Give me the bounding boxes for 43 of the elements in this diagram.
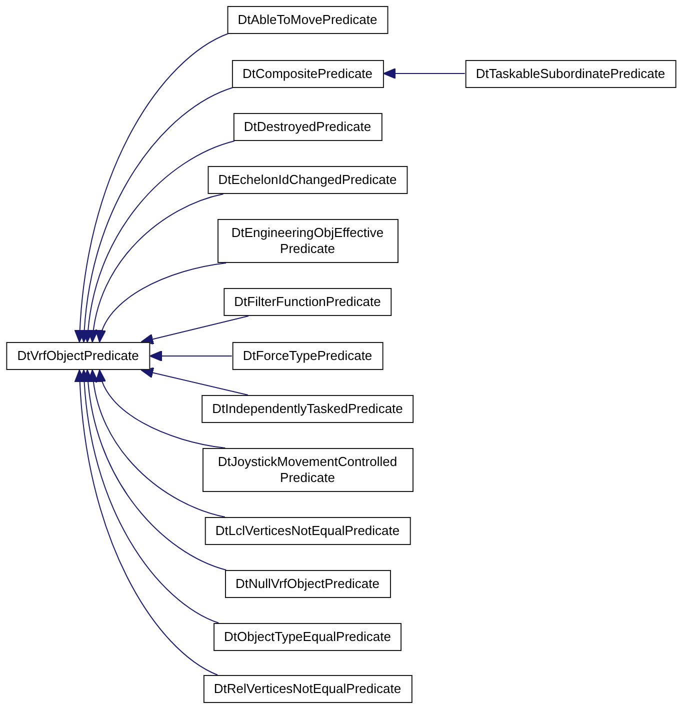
class-name: DtIndependentlyTaskedPredicate [212,401,403,417]
class-name: DtDestroyedPredicate [244,119,372,135]
class-box [201,395,414,423]
class-name: DtTaskableSubordinatePredicate [476,66,666,82]
class-box [6,342,150,370]
inheritance-arrow [88,194,224,342]
class-name: DtRelVerticesNotEqualPredicate [214,681,402,697]
inheritance-arrow [79,87,234,342]
inheritance-arrow [74,33,229,342]
inheritance-arrow [149,350,232,362]
class-box [202,675,412,703]
inheritance-arrow [140,316,249,345]
class-box [226,6,388,34]
class-box [207,166,408,194]
class-name: DtObjectTypeEqualPredicate [224,629,391,645]
class-box [464,60,676,88]
inheritance-arrow [96,262,227,342]
class-box [224,570,390,598]
inheritance-arrow [140,367,248,396]
class-box [204,517,411,545]
class-box [217,219,398,263]
class-name: DtJoystickMovementControlled Predicate [216,454,398,486]
class-name: DtNullVrfObjectPredicate [236,576,380,592]
class-box [213,623,402,651]
class-name: DtForceTypePredicate [242,348,372,364]
class-name: DtEngineeringObjEffective Predicate [230,225,385,257]
class-name: DtAbleToMovePredicate [238,12,378,28]
class-name: DtCompositePredicate [242,66,373,82]
class-box [232,342,384,370]
class-name: DtFilterFunctionPredicate [234,294,381,310]
class-name: DtLclVerticesNotEqualPredicate [215,523,400,539]
inheritance-arrow [83,140,235,342]
class-box [232,113,382,141]
class-box [231,60,384,88]
class-box [202,448,413,492]
class-name: DtVrfObjectPredicate [17,348,139,364]
inheritance-arrow [383,68,466,79]
inheritance-arrow [74,370,218,676]
class-box [223,288,392,316]
inheritance-arrow [79,370,220,624]
class-name: DtEchelonIdChangedPredicate [218,172,397,188]
inheritance-arrow [88,370,226,518]
inheritance-arrow [96,370,226,448]
